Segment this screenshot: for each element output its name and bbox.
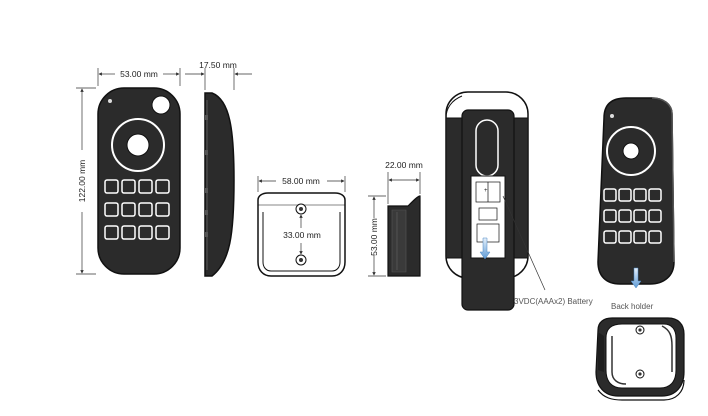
remote-front-view [97, 87, 181, 275]
remote-back-view-in-holder: + [445, 91, 546, 311]
remote-side-view [204, 92, 235, 277]
dimension-holder-width: 58.00 mm [257, 176, 346, 192]
dimension-label-remote-depth: 17.50 mm [199, 60, 237, 70]
dimension-holder-height: 53.00 mm [368, 195, 386, 277]
dimension-remote-width: 53.00 mm [97, 68, 181, 86]
dimension-label-hole-spacing: 33.00 mm [283, 230, 321, 240]
dimension-remote-height: 122.00 mm [76, 87, 96, 275]
battery-label: 3VDC(AAAx2) Battery [514, 297, 593, 306]
dimension-label-remote-height: 122.00 mm [77, 160, 87, 203]
holder-side-view [387, 195, 421, 277]
dimension-remote-depth: 17.50 mm [185, 60, 252, 90]
remote-angled-view [597, 97, 675, 289]
dimension-label-holder-width: 58.00 mm [282, 176, 320, 186]
dimension-label-holder-height: 53.00 mm [369, 218, 379, 256]
dimension-holder-depth: 22.00 mm [385, 160, 423, 204]
back-holder-label: Back holder [611, 302, 654, 311]
dimension-holder-hole-spacing: 33.00 mm [279, 214, 325, 255]
svg-text:+: + [484, 188, 488, 194]
dimension-label-holder-depth: 22.00 mm [385, 160, 423, 170]
back-holder-3d-view [595, 317, 685, 401]
dimension-label-remote-width: 53.00 mm [120, 69, 158, 79]
